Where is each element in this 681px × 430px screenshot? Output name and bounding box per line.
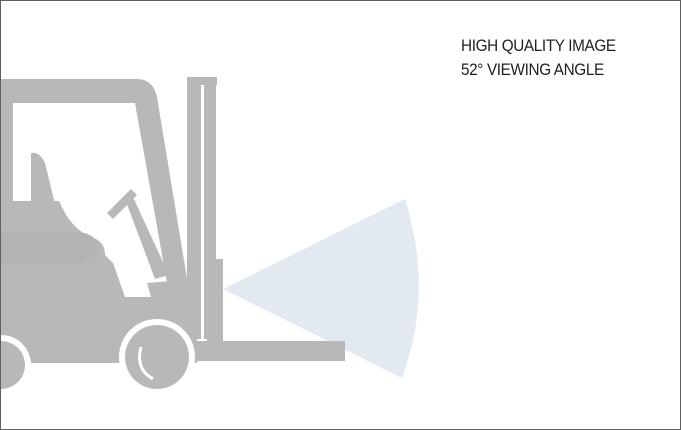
forklift-mast-top: [187, 77, 217, 85]
forklift-steering-column: [125, 197, 169, 279]
forklift-front-hub: [138, 346, 154, 381]
forklift-mast-outer: [187, 77, 201, 339]
caption-line-angle: 52° VIEWING ANGLE: [461, 60, 604, 79]
forklift-seat-cushion: [1, 231, 99, 263]
caption-line-quality: HIGH QUALITY IMAGE: [461, 36, 616, 55]
viewing-angle-cone: [223, 199, 419, 378]
forklift-overhead-guard: [1, 79, 197, 339]
forklift-front-tire: [125, 325, 189, 389]
forklift-forks: [179, 341, 345, 361]
caption: HIGH QUALITY IMAGE 52° VIEWING ANGLE: [461, 34, 616, 82]
forklift-carriage: [207, 259, 223, 349]
forklift-rear-tire: [1, 341, 25, 389]
forklift-steering-wheel-icon: [107, 189, 137, 219]
